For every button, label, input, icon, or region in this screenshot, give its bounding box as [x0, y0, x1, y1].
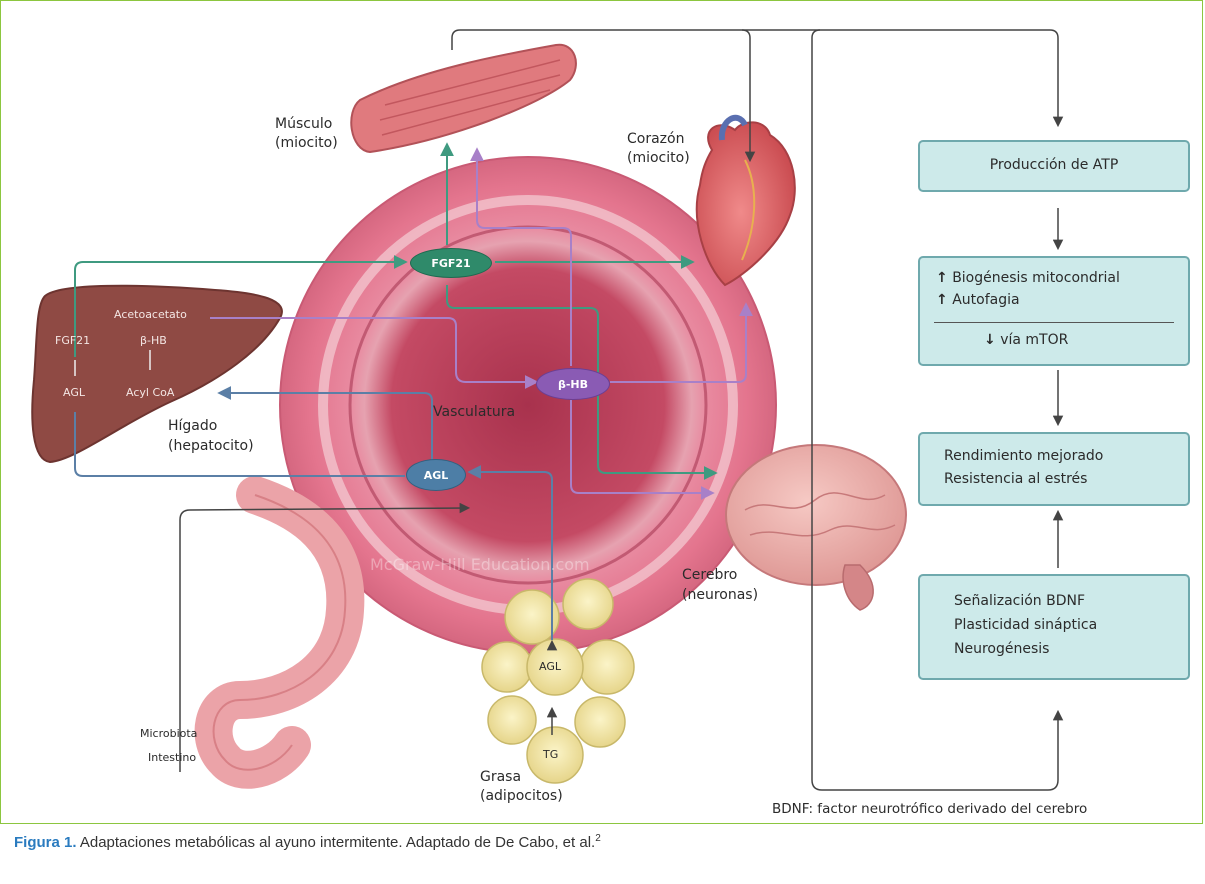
fgf21-marker: FGF21: [410, 248, 492, 278]
caption-text: Adaptaciones metabólicas al ayuno interm…: [77, 834, 596, 851]
fat-sublabel: (adipocitos): [480, 787, 563, 806]
up-arrow-icon: ↑: [936, 270, 948, 286]
brain-label: Cerebro: [682, 566, 737, 585]
liver-agl-label: AGL: [63, 386, 85, 400]
muscle-illustration: [351, 45, 576, 152]
fat-agl-label: AGL: [539, 660, 561, 674]
box-divider: [934, 322, 1174, 323]
bdnf-line-2: Plasticidad sináptica: [954, 617, 1097, 633]
biogenesis-line: ↑ Biogénesis mitocondrial: [936, 270, 1120, 286]
atp-text: Producción de ATP: [920, 157, 1188, 173]
liver-acetoacetate-label: Acetoacetato: [114, 308, 187, 322]
mtor-text: vía mTOR: [1000, 332, 1068, 348]
bdnf-line-1: Señalización BDNF: [954, 593, 1085, 609]
mitochondria-box: ↑ Biogénesis mitocondrial ↑ Autofagia ↓ …: [918, 256, 1190, 366]
heart-label: Corazón: [627, 130, 684, 149]
agl-marker: AGL: [406, 459, 466, 491]
up-arrow-icon: ↑: [936, 292, 948, 308]
intestine-illustration: [214, 495, 346, 770]
heart-illustration: [697, 118, 795, 285]
performance-line-2: Resistencia al estrés: [944, 471, 1087, 487]
muscle-label: Músculo: [275, 115, 332, 134]
liver-fgf21-label: FGF21: [55, 334, 90, 348]
atp-box: Producción de ATP: [918, 140, 1190, 192]
bdnf-box: Señalización BDNF Plasticidad sináptica …: [918, 574, 1190, 680]
liver-sublabel: (hepatocito): [168, 437, 254, 456]
caption-reference: 2: [595, 833, 601, 844]
muscle-sublabel: (miocito): [275, 134, 338, 153]
figure-caption: Figura 1. Adaptaciones metabólicas al ay…: [14, 833, 601, 851]
performance-line-1: Rendimiento mejorado: [944, 448, 1103, 464]
heart-sublabel: (miocito): [627, 149, 690, 168]
liver-label: Hígado: [168, 417, 217, 436]
watermark: McGraw-Hill Education.com: [370, 555, 590, 574]
bdnf-line-3: Neurogénesis: [954, 641, 1049, 657]
diagram-canvas: [0, 0, 1205, 824]
brain-sublabel: (neuronas): [682, 586, 758, 605]
liver-acylcoa-label: Acyl CoA: [126, 386, 174, 400]
intestine-label: Intestino: [148, 751, 196, 765]
performance-box: Rendimiento mejorado Resistencia al estr…: [918, 432, 1190, 506]
caption-label: Figura 1.: [14, 834, 77, 851]
mtor-line: ↓ vía mTOR: [984, 332, 1068, 348]
microbiota-label: Microbiota: [140, 727, 197, 741]
down-arrow-icon: ↓: [984, 332, 996, 348]
fat-label: Grasa: [480, 768, 521, 787]
autophagy-text: Autofagia: [952, 292, 1019, 308]
autophagy-line: ↑ Autofagia: [936, 292, 1020, 308]
footnote: BDNF: factor neurotrófico derivado del c…: [772, 800, 1087, 819]
biogenesis-text: Biogénesis mitocondrial: [952, 270, 1120, 286]
vessel-label: Vasculatura: [433, 403, 515, 422]
bhb-marker: β-HB: [536, 368, 610, 400]
fat-tg-label: TG: [543, 748, 558, 762]
liver-bhb-label: β-HB: [140, 334, 167, 348]
